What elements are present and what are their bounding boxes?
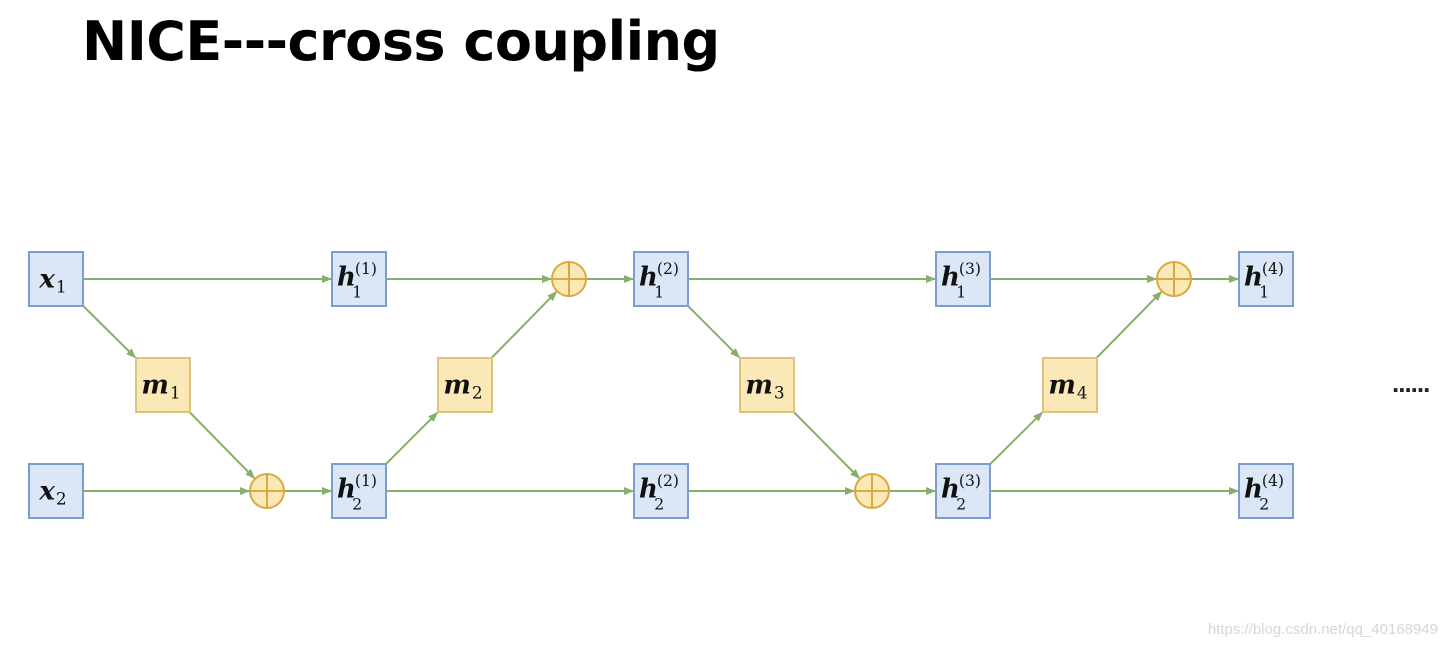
node-h2_4: h(4)2	[1238, 463, 1294, 519]
coupling-label-m1: m1	[141, 371, 180, 403]
node-label-x1: x1	[38, 265, 66, 297]
coupling-label-m3: m3	[745, 371, 784, 403]
node-label-x2: x2	[38, 477, 66, 509]
node-label-h1_4: h(4)1	[1244, 260, 1284, 301]
coupling-m4: m4	[1042, 357, 1098, 413]
node-h2_3: h(3)2	[935, 463, 991, 519]
arrow-m4-to-add4	[1095, 291, 1163, 359]
node-label-h1_1: h(1)1	[337, 260, 377, 301]
arrow-h2_3-to-m4	[989, 411, 1043, 465]
coupling-box	[135, 357, 191, 413]
node-label-h2_1: h(1)2	[337, 472, 377, 513]
nodes: x1 x2 h(1)1 h(1)2 h(2)1 h(2)2 h(3)1 h(3)2 h(4)1 h…	[28, 251, 1294, 519]
arrow-h2_1-to-m2	[385, 411, 439, 465]
adder-add4	[1156, 261, 1192, 297]
node-h1_2: h(2)1	[633, 251, 689, 307]
node-box	[935, 251, 991, 307]
watermark: https://blog.csdn.net/qq_40168949	[1207, 621, 1438, 638]
node-box	[935, 463, 991, 519]
node-box	[331, 463, 387, 519]
coupling-m3: m3	[739, 357, 795, 413]
continuation-ellipsis: ......	[1392, 368, 1430, 398]
node-label-h1_3: h(3)1	[941, 260, 981, 301]
coupling-label-m2: m2	[443, 371, 482, 403]
node-label-h2_3: h(3)2	[941, 472, 981, 513]
node-box	[1238, 463, 1294, 519]
node-label-h1_2: h(2)1	[639, 260, 679, 301]
node-label-h2_2: h(2)2	[639, 472, 679, 513]
coupling-box	[1042, 357, 1098, 413]
node-label-h2_4: h(4)2	[1244, 472, 1284, 513]
coupling-box	[739, 357, 795, 413]
arrow-x1-to-m1	[82, 305, 136, 359]
node-h2_2: h(2)2	[633, 463, 689, 519]
adder-add1	[249, 473, 285, 509]
node-x2: x2	[28, 463, 84, 519]
coupling-label-m4: m4	[1048, 371, 1087, 403]
node-box	[633, 251, 689, 307]
node-box	[331, 251, 387, 307]
adder-add3	[854, 473, 890, 509]
coupling-box	[437, 357, 493, 413]
arrow-h1_2-to-m3	[687, 305, 741, 359]
node-box	[1238, 251, 1294, 307]
node-box	[633, 463, 689, 519]
node-h1_3: h(3)1	[935, 251, 991, 307]
node-h1_1: h(1)1	[331, 251, 387, 307]
edges	[82, 275, 1239, 495]
coupling-m2: m2	[437, 357, 493, 413]
page-title: NICE---cross coupling	[82, 10, 720, 73]
node-x1: x1	[28, 251, 84, 307]
node-h1_4: h(4)1	[1238, 251, 1294, 307]
coupling-m1: m1	[135, 357, 191, 413]
node-box	[28, 251, 84, 307]
arrow-m2-to-add2	[490, 291, 558, 359]
node-box	[28, 463, 84, 519]
arrow-m1-to-add1	[188, 411, 256, 479]
adder-add2	[551, 261, 587, 297]
node-h2_1: h(1)2	[331, 463, 387, 519]
arrow-m3-to-add3	[793, 411, 861, 479]
